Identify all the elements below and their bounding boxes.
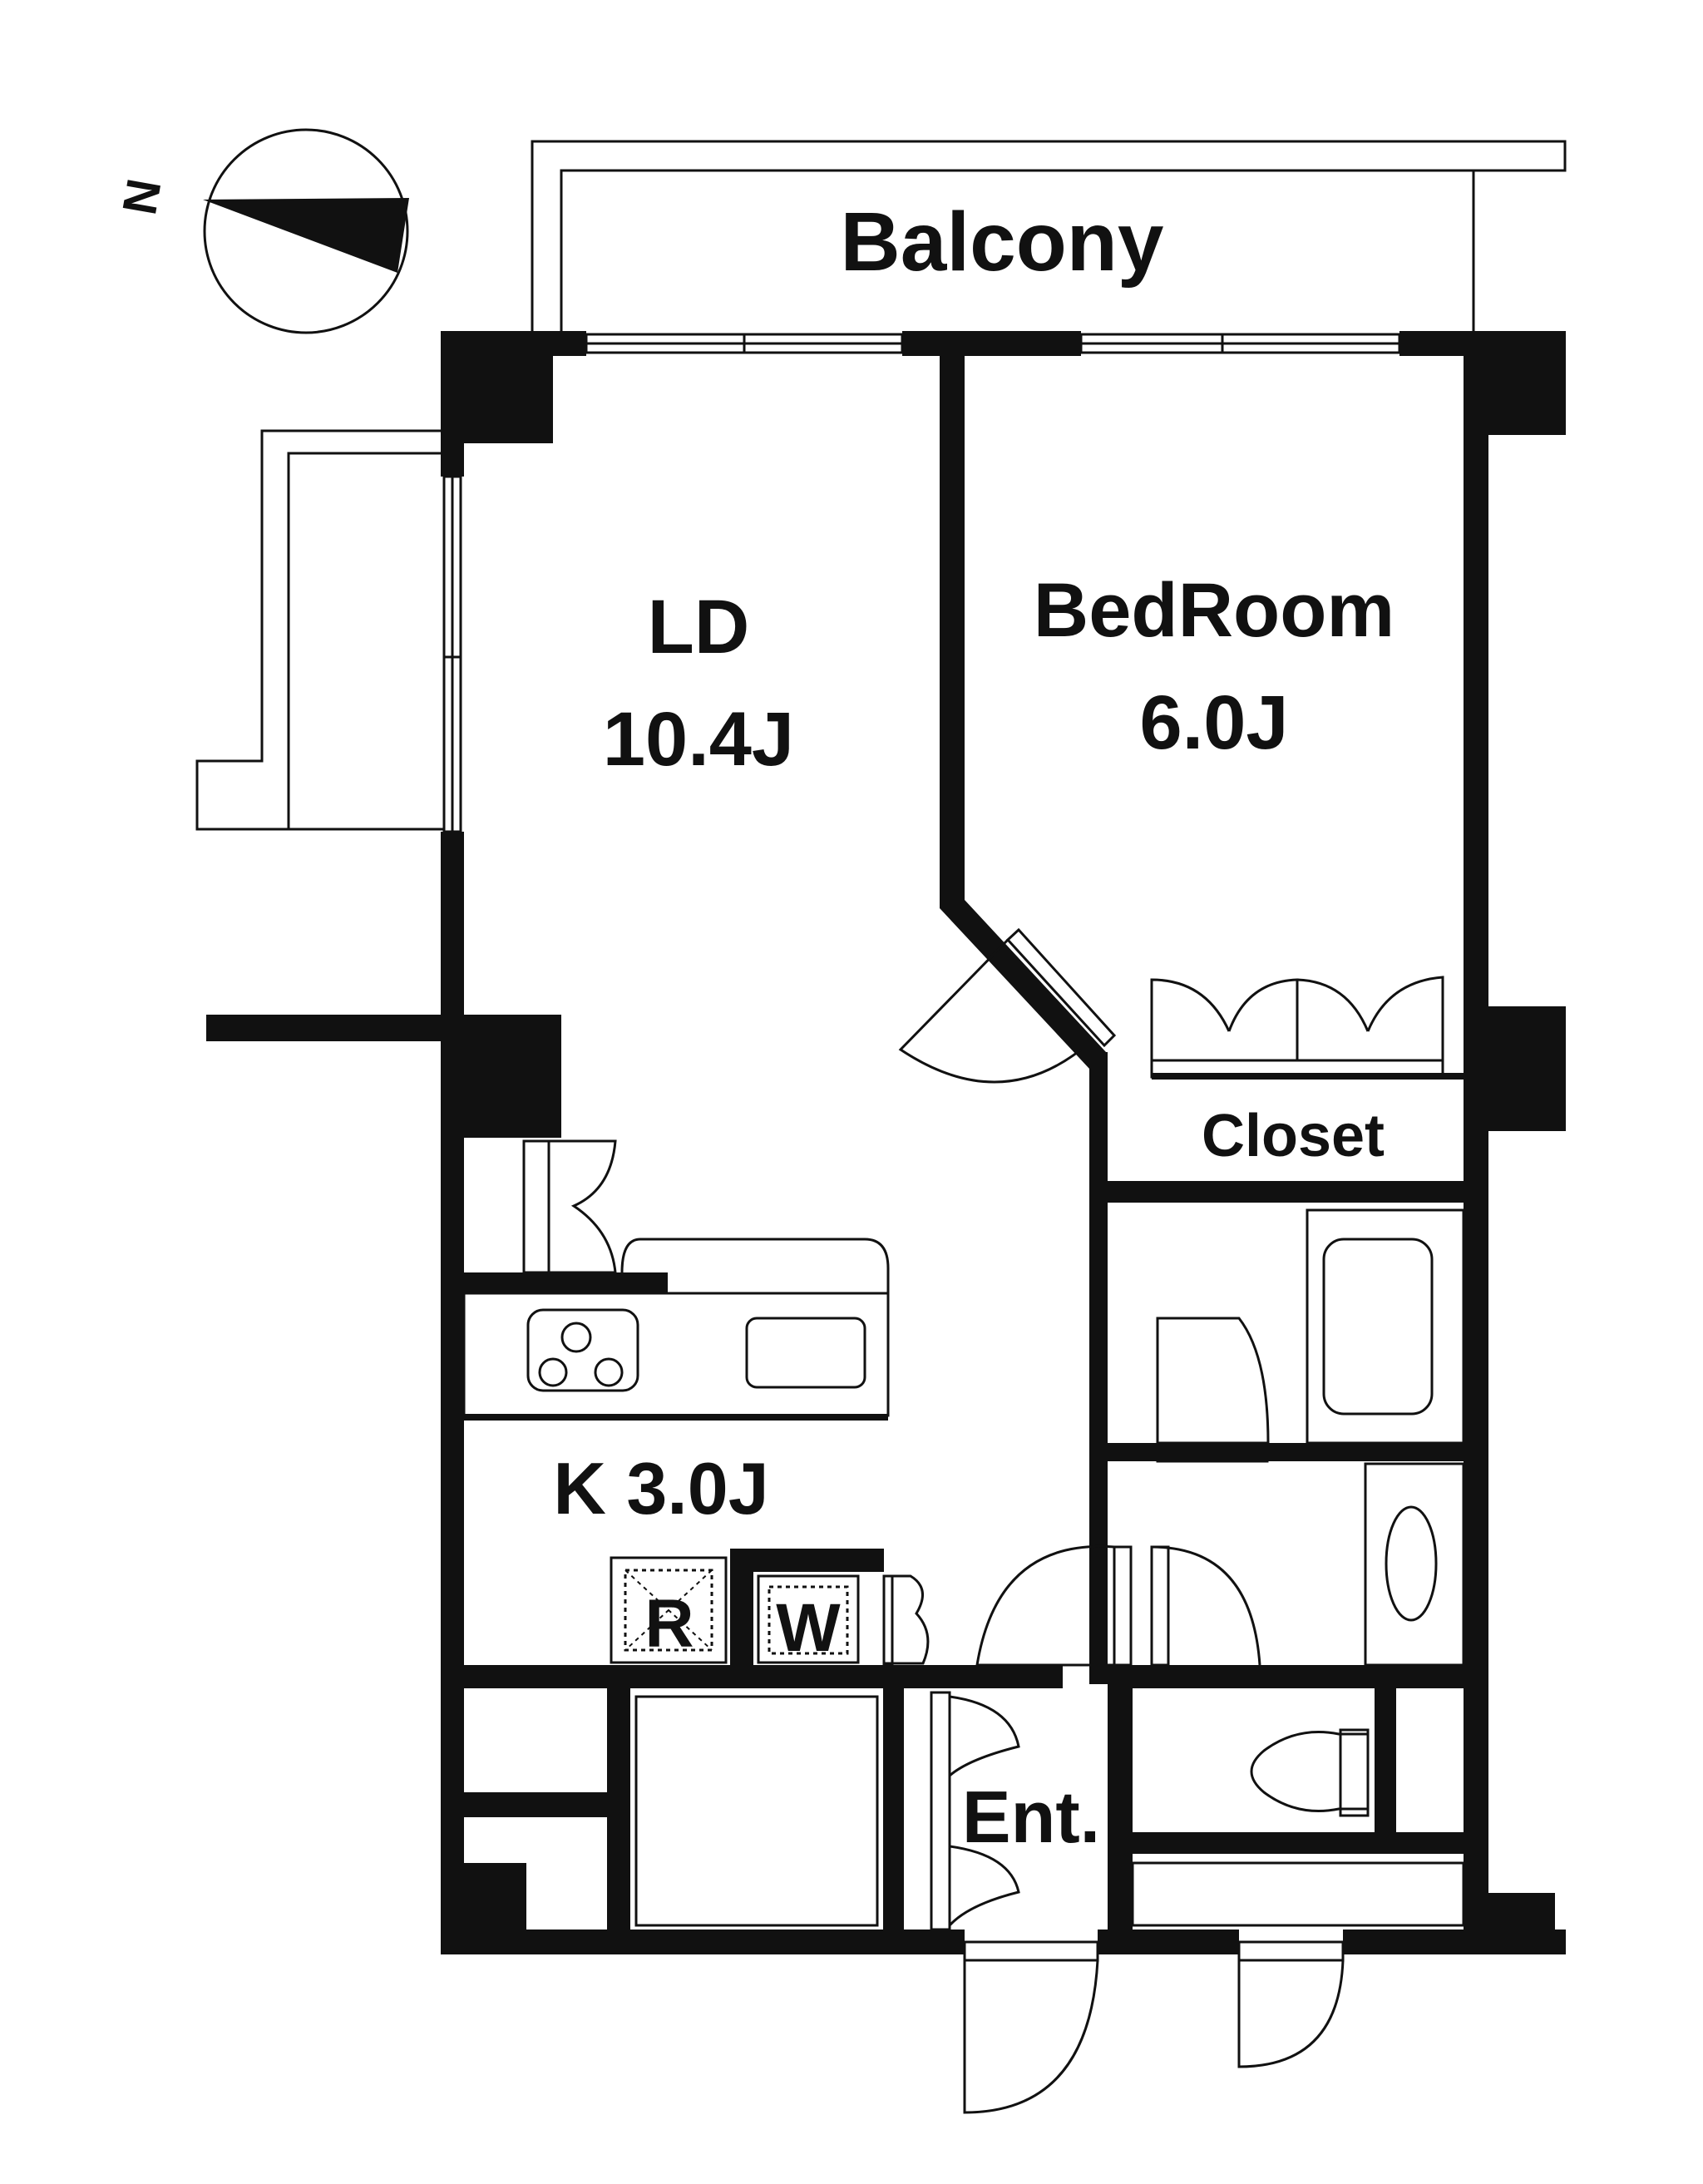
refrigerator-label: R [644,1586,694,1662]
balcony-label: Balcony [840,195,1163,289]
bedroom-label: BedRoom [1034,568,1394,653]
side-ledge [195,429,447,1041]
compass: N [112,128,409,334]
fixtures [462,1208,1465,1927]
bathtub-icon [1306,1208,1465,1445]
compass-north-label: N [112,175,171,219]
stove-icon [526,1308,639,1392]
kitchen-label: K 3.0J [553,1447,768,1529]
washer-label: W [776,1590,841,1666]
closet-label: Closet [1202,1103,1385,1169]
toilet-icon [1250,1728,1370,1817]
doors [522,927,1444,2114]
bedroom-area: 6.0J [1139,680,1288,765]
washbasin-icon [1364,1462,1465,1667]
refrigerator-box [610,1556,728,1664]
walls [441,331,1566,1954]
washer-box [757,1574,860,1664]
entrance-label: Ent. [962,1776,1100,1858]
compass-circle [203,128,409,334]
compass-north-arrow-icon [203,198,409,273]
windows [442,333,1401,833]
ld-label: LD [648,585,750,670]
ld-area: 10.4J [603,697,794,782]
sink-icon [745,1317,866,1389]
balcony: Balcony [531,140,1567,331]
room-labels: LD 10.4J BedRoom 6.0J Closet K 3.0J R W … [553,568,1394,1858]
